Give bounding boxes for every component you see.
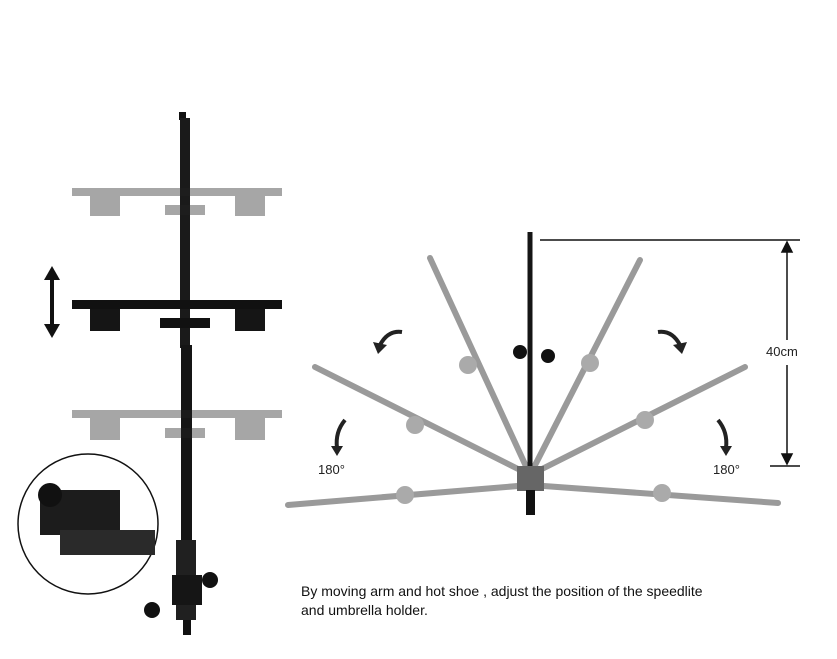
fan-knobs [396,354,671,504]
faded-bar-bottom [72,410,282,440]
left-stand [144,112,218,635]
caption-line-2: and umbrella holder. [301,602,428,618]
up-down-arrow-icon [44,266,60,338]
hotshoe-bar [72,300,282,331]
caption: By moving arm and hot shoe , adjust the … [301,582,801,620]
angle-label-right: 180° [713,462,740,477]
caption-line-1: By moving arm and hot shoe , adjust the … [301,583,703,599]
faded-bar-top [72,188,282,216]
center-pole [513,232,555,515]
hotshoe-detail-inset [17,453,159,595]
angle-label-left: 180° [318,462,345,477]
dimension-label: 40cm [766,344,798,359]
dimension-line [540,239,800,467]
rotation-arrow-icons [331,329,732,456]
